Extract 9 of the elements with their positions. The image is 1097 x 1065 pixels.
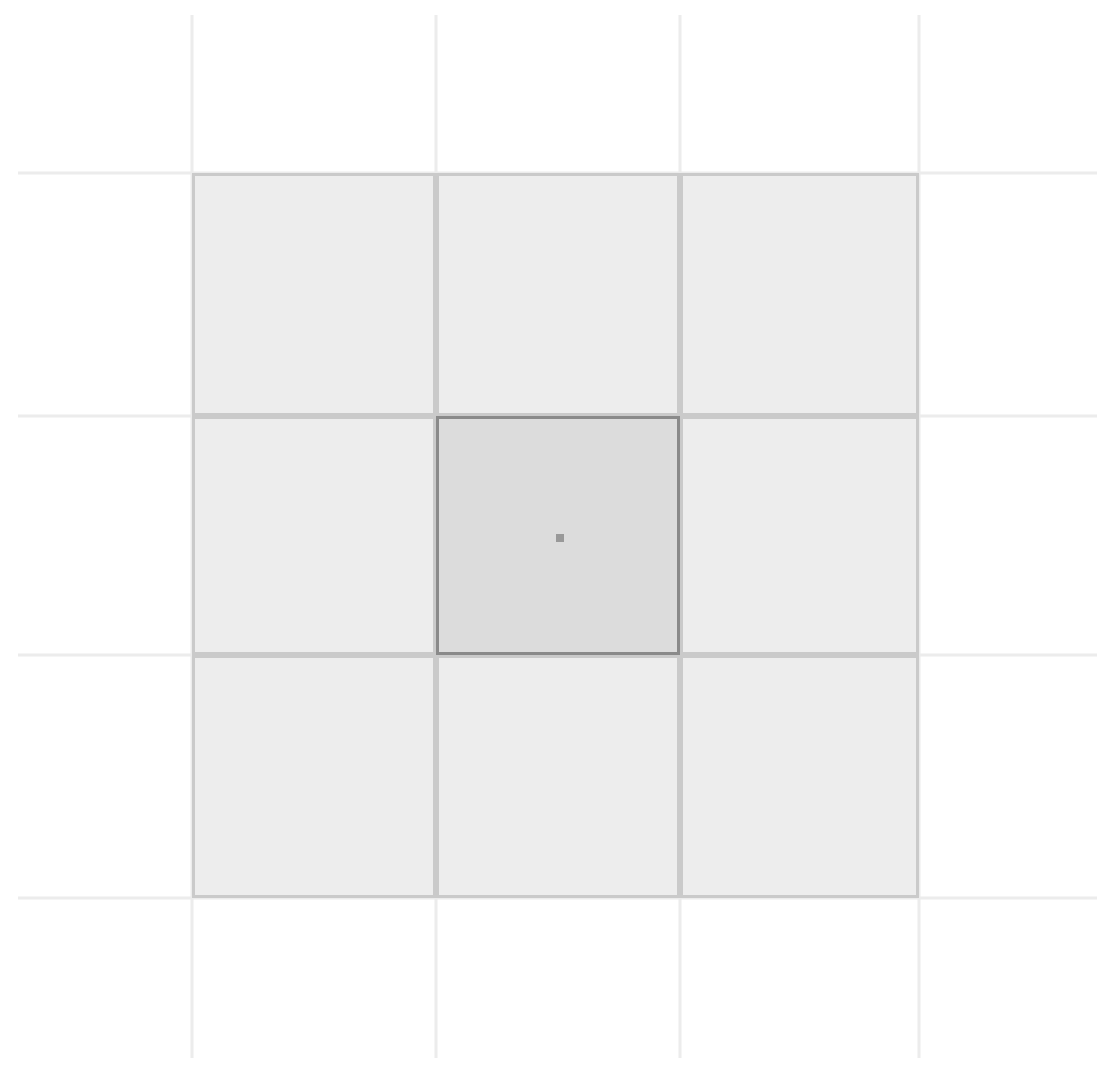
grid-square <box>436 173 680 416</box>
grid-square <box>436 655 680 898</box>
grid-square <box>680 655 919 898</box>
grid-square <box>680 416 919 655</box>
grid-square <box>680 173 919 416</box>
grid-square <box>192 173 436 416</box>
center-square <box>436 416 680 655</box>
grid-square <box>192 416 436 655</box>
grid-square <box>192 655 436 898</box>
